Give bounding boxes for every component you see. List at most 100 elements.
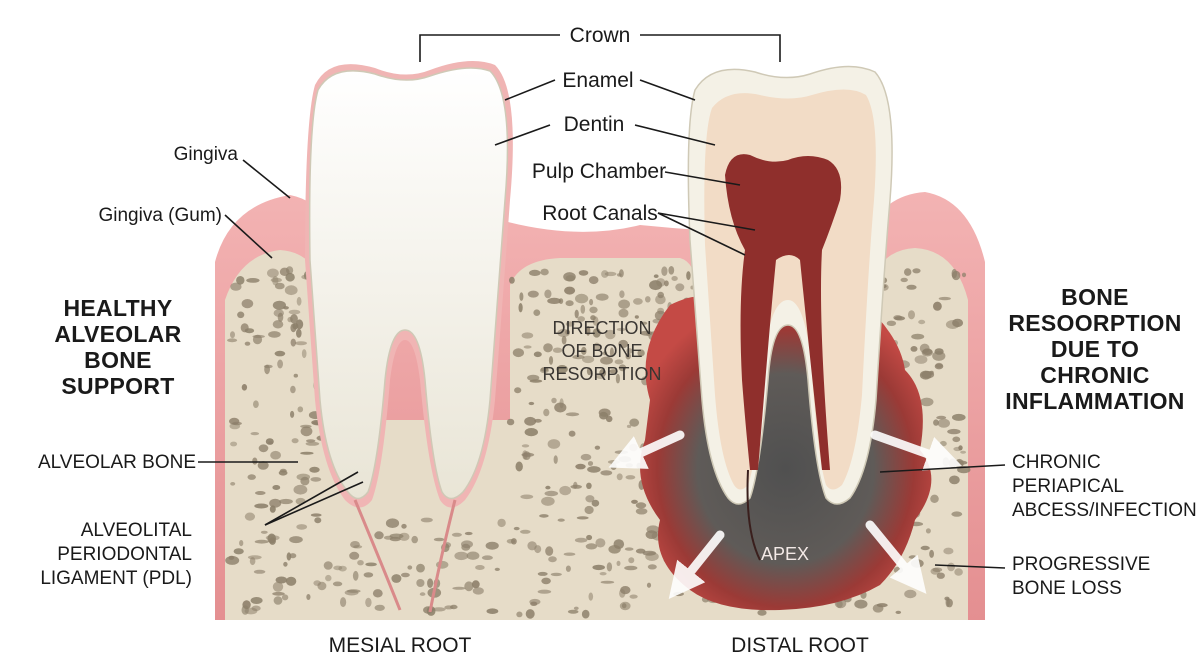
bone-speckle xyxy=(646,582,652,588)
bone-speckle xyxy=(228,555,235,560)
bone-speckle xyxy=(325,574,332,582)
bone-speckle xyxy=(529,379,543,383)
bone-speckle xyxy=(385,518,400,528)
bone-speckle xyxy=(594,445,601,450)
bone-speckle xyxy=(900,277,908,283)
bone-speckle xyxy=(657,307,665,315)
bone-speckle xyxy=(283,561,288,567)
bone-speckle xyxy=(876,603,888,608)
bone-speckle xyxy=(580,304,586,314)
svg-text:CHRONIC: CHRONIC xyxy=(1012,452,1101,473)
bone-speckle xyxy=(365,562,377,567)
bone-speckle xyxy=(242,600,251,610)
label-crown: Crown xyxy=(570,24,631,47)
bone-speckle xyxy=(937,418,950,428)
bone-speckle xyxy=(279,498,293,505)
bone-speckle xyxy=(616,327,626,332)
bone-speckle xyxy=(237,311,245,319)
bone-speckle xyxy=(254,503,269,509)
bone-speckle xyxy=(951,268,957,279)
bone-speckle xyxy=(545,546,554,556)
bone-speckle xyxy=(420,517,433,523)
bone-speckle xyxy=(416,579,425,587)
bone-speckle xyxy=(626,348,633,354)
diseased-tooth-pulp xyxy=(725,154,842,470)
svg-text:DIRECTION: DIRECTION xyxy=(553,318,652,338)
label-healthy-support: HEALTHY ALVEOLAR BONE SUPPORT xyxy=(54,295,181,399)
bone-speckle xyxy=(407,565,413,570)
bone-speckle xyxy=(854,599,868,609)
bone-speckle xyxy=(631,499,638,504)
bone-speckle xyxy=(230,331,235,339)
bone-speckle xyxy=(904,268,912,276)
label-mesial-root: MESIAL ROOT xyxy=(329,634,472,657)
bone-speckle xyxy=(250,597,263,604)
bone-speckle xyxy=(668,266,675,275)
bone-speckle xyxy=(920,545,930,551)
bone-speckle xyxy=(936,572,945,579)
bone-speckle xyxy=(419,592,426,596)
bone-speckle xyxy=(258,444,269,453)
bone-speckle xyxy=(249,557,256,566)
bone-speckle xyxy=(475,565,485,570)
bone-speckle xyxy=(241,384,248,391)
bone-speckle xyxy=(275,576,288,584)
bone-speckle xyxy=(452,586,466,590)
bone-speckle xyxy=(273,596,283,605)
bone-speckle xyxy=(518,303,523,313)
svg-text:PERIODONTAL: PERIODONTAL xyxy=(57,544,192,565)
bone-speckle xyxy=(277,312,284,322)
bone-speckle xyxy=(333,565,343,571)
bone-speckle xyxy=(930,494,939,503)
bone-speckle xyxy=(933,419,939,426)
bone-speckle xyxy=(451,532,462,537)
svg-text:SUPPORT: SUPPORT xyxy=(61,373,174,399)
bone-speckle xyxy=(314,517,322,524)
bone-speckle xyxy=(340,597,347,608)
bone-speckle xyxy=(374,604,385,611)
bone-speckle xyxy=(295,497,306,505)
bone-speckle xyxy=(269,498,282,508)
bone-speckle xyxy=(602,351,608,356)
bone-speckle xyxy=(401,572,410,578)
bone-speckle xyxy=(524,416,537,426)
bone-speckle xyxy=(567,609,579,614)
bone-speckle xyxy=(270,277,282,283)
bone-speckle xyxy=(954,568,963,576)
bone-speckle xyxy=(563,552,576,556)
bone-speckle xyxy=(281,594,289,601)
bone-speckle xyxy=(293,484,308,495)
bone-speckle xyxy=(244,341,251,346)
bone-speckle xyxy=(533,309,541,317)
svg-text:LIGAMENT (PDL): LIGAMENT (PDL) xyxy=(40,568,192,589)
bone-speckle xyxy=(588,276,599,285)
bone-speckle xyxy=(920,397,934,407)
bone-speckle xyxy=(581,346,587,355)
bone-speckle xyxy=(246,278,260,283)
bone-speckle xyxy=(509,276,515,284)
bone-speckle xyxy=(471,580,480,589)
bone-speckle xyxy=(646,331,651,337)
bone-speckle xyxy=(523,345,532,349)
bone-speckle xyxy=(537,589,552,594)
svg-text:BONE: BONE xyxy=(84,347,152,373)
bone-speckle xyxy=(401,523,407,529)
bone-speckle xyxy=(300,426,313,437)
bone-speckle xyxy=(551,397,557,404)
bone-speckle xyxy=(958,445,963,451)
bone-speckle xyxy=(288,309,301,315)
bone-speckle xyxy=(675,283,685,292)
bone-speckle xyxy=(595,293,609,301)
bone-speckle xyxy=(577,316,585,322)
bone-speckle xyxy=(278,470,288,476)
bone-speckle xyxy=(287,316,293,323)
bone-speckle xyxy=(624,565,638,571)
bone-speckle xyxy=(230,482,236,486)
bone-speckle xyxy=(585,326,591,336)
bone-speckle xyxy=(433,537,445,542)
bone-speckle xyxy=(464,531,473,536)
bone-speckle xyxy=(357,560,364,566)
svg-text:ALVEOLITAL: ALVEOLITAL xyxy=(81,520,192,541)
bone-speckle xyxy=(633,298,643,305)
